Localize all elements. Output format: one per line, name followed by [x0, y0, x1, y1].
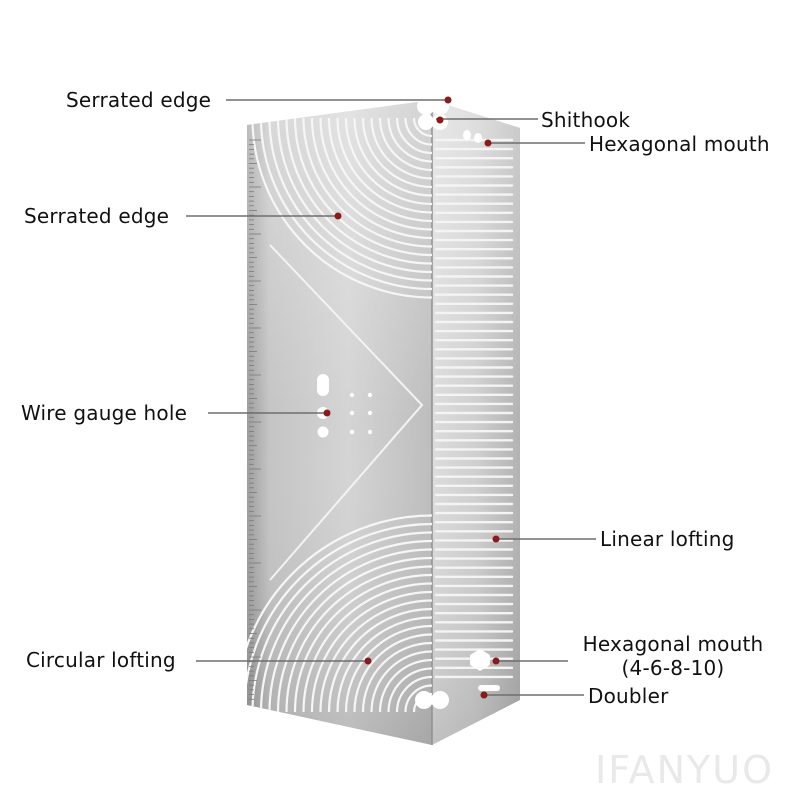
- serrated-notch: [417, 97, 435, 115]
- top-arc: [336, 117, 432, 214]
- top-arc: [387, 117, 432, 163]
- top-arc: [370, 117, 432, 180]
- top-arc: [285, 117, 432, 265]
- bottom-arc: [247, 514, 432, 713]
- serrated-notch: [431, 97, 449, 115]
- bottom-arc: [247, 522, 432, 713]
- bottom-arc: [285, 565, 432, 713]
- label-hexagonal-mouth-bottom: Hexagonal mouth (4-6-8-10): [574, 632, 772, 680]
- bottom-arc: [378, 658, 432, 713]
- wire-gauge-hole: [349, 410, 355, 416]
- bottom-notch: [431, 691, 449, 709]
- bottom-arc: [404, 684, 432, 713]
- v-guide: [269, 244, 424, 581]
- top-arc: [395, 117, 432, 155]
- bottom-arc: [268, 548, 432, 713]
- top-arc: [361, 117, 432, 189]
- hex-hole: [474, 133, 482, 143]
- bottom-arc: [276, 556, 432, 713]
- top-arc: [327, 117, 432, 223]
- wire-gauge-hole: [367, 429, 373, 435]
- bottom-arc: [395, 675, 432, 713]
- bottom-arc: [344, 624, 432, 713]
- bottom-arc: [336, 616, 432, 713]
- bottom-arc: [370, 650, 432, 713]
- hexagonal-mouth-title: Hexagonal mouth: [582, 632, 764, 656]
- callout-marker: [480, 691, 488, 699]
- top-arc: [353, 117, 432, 197]
- top-arc: [310, 117, 432, 240]
- wire-gauge-hole: [367, 392, 373, 398]
- wire-gauge-slot: [317, 374, 329, 396]
- callout-marker: [364, 657, 372, 665]
- hexagonal-mouth-sizes: (4-6-8-10): [621, 656, 725, 680]
- callout-marker: [436, 116, 444, 124]
- hex-mouth: [470, 649, 490, 671]
- top-arc: [259, 117, 432, 291]
- label-shithook: Shithook: [541, 108, 631, 132]
- top-arc: [251, 117, 432, 299]
- bottom-arc: [251, 531, 432, 713]
- label-wire-gauge-hole: Wire gauge hole: [21, 401, 188, 425]
- callout-marker: [444, 96, 452, 104]
- label-linear-lofting: Linear lofting: [600, 527, 735, 551]
- hex-hole: [463, 130, 471, 140]
- bottom-arc: [259, 539, 432, 713]
- bottom-arc: [319, 599, 432, 713]
- callout-marker: [492, 657, 500, 665]
- top-arc: [412, 117, 432, 138]
- top-arc: [404, 117, 432, 146]
- bottom-arc: [310, 590, 432, 713]
- callout-marker: [334, 212, 342, 220]
- label-hexagonal-mouth-top: Hexagonal mouth: [589, 132, 770, 156]
- bottom-arc: [361, 641, 432, 713]
- doubler-slot: [478, 685, 500, 691]
- label-circular-lofting: Circular lofting: [26, 648, 176, 672]
- bottom-notch: [415, 691, 433, 709]
- label-serrated-edge-top: Serrated edge: [66, 88, 212, 112]
- wire-gauge-hole: [367, 410, 373, 416]
- wire-gauge-hole: [349, 429, 355, 435]
- bottom-arc: [353, 633, 432, 713]
- shithook-notch: [418, 114, 434, 130]
- label-serrated-edge-left: Serrated edge: [24, 204, 170, 228]
- wire-gauge-hole: [349, 392, 355, 398]
- bottom-arc: [387, 667, 432, 713]
- callout-marker: [323, 409, 331, 417]
- bottom-arc: [293, 573, 432, 713]
- wire-gauge-hole: [317, 426, 329, 438]
- bottom-arc: [327, 607, 432, 713]
- top-arc: [378, 117, 432, 172]
- top-arc: [276, 117, 432, 274]
- callout-marker: [492, 535, 500, 543]
- top-arc: [268, 117, 432, 282]
- callout-marker: [484, 139, 492, 147]
- bottom-arc: [302, 582, 432, 713]
- watermark: IFANYUO: [595, 748, 774, 792]
- top-arc: [302, 117, 432, 248]
- top-arc: [319, 117, 432, 231]
- top-arc: [344, 117, 432, 206]
- label-doubler: Doubler: [588, 684, 669, 708]
